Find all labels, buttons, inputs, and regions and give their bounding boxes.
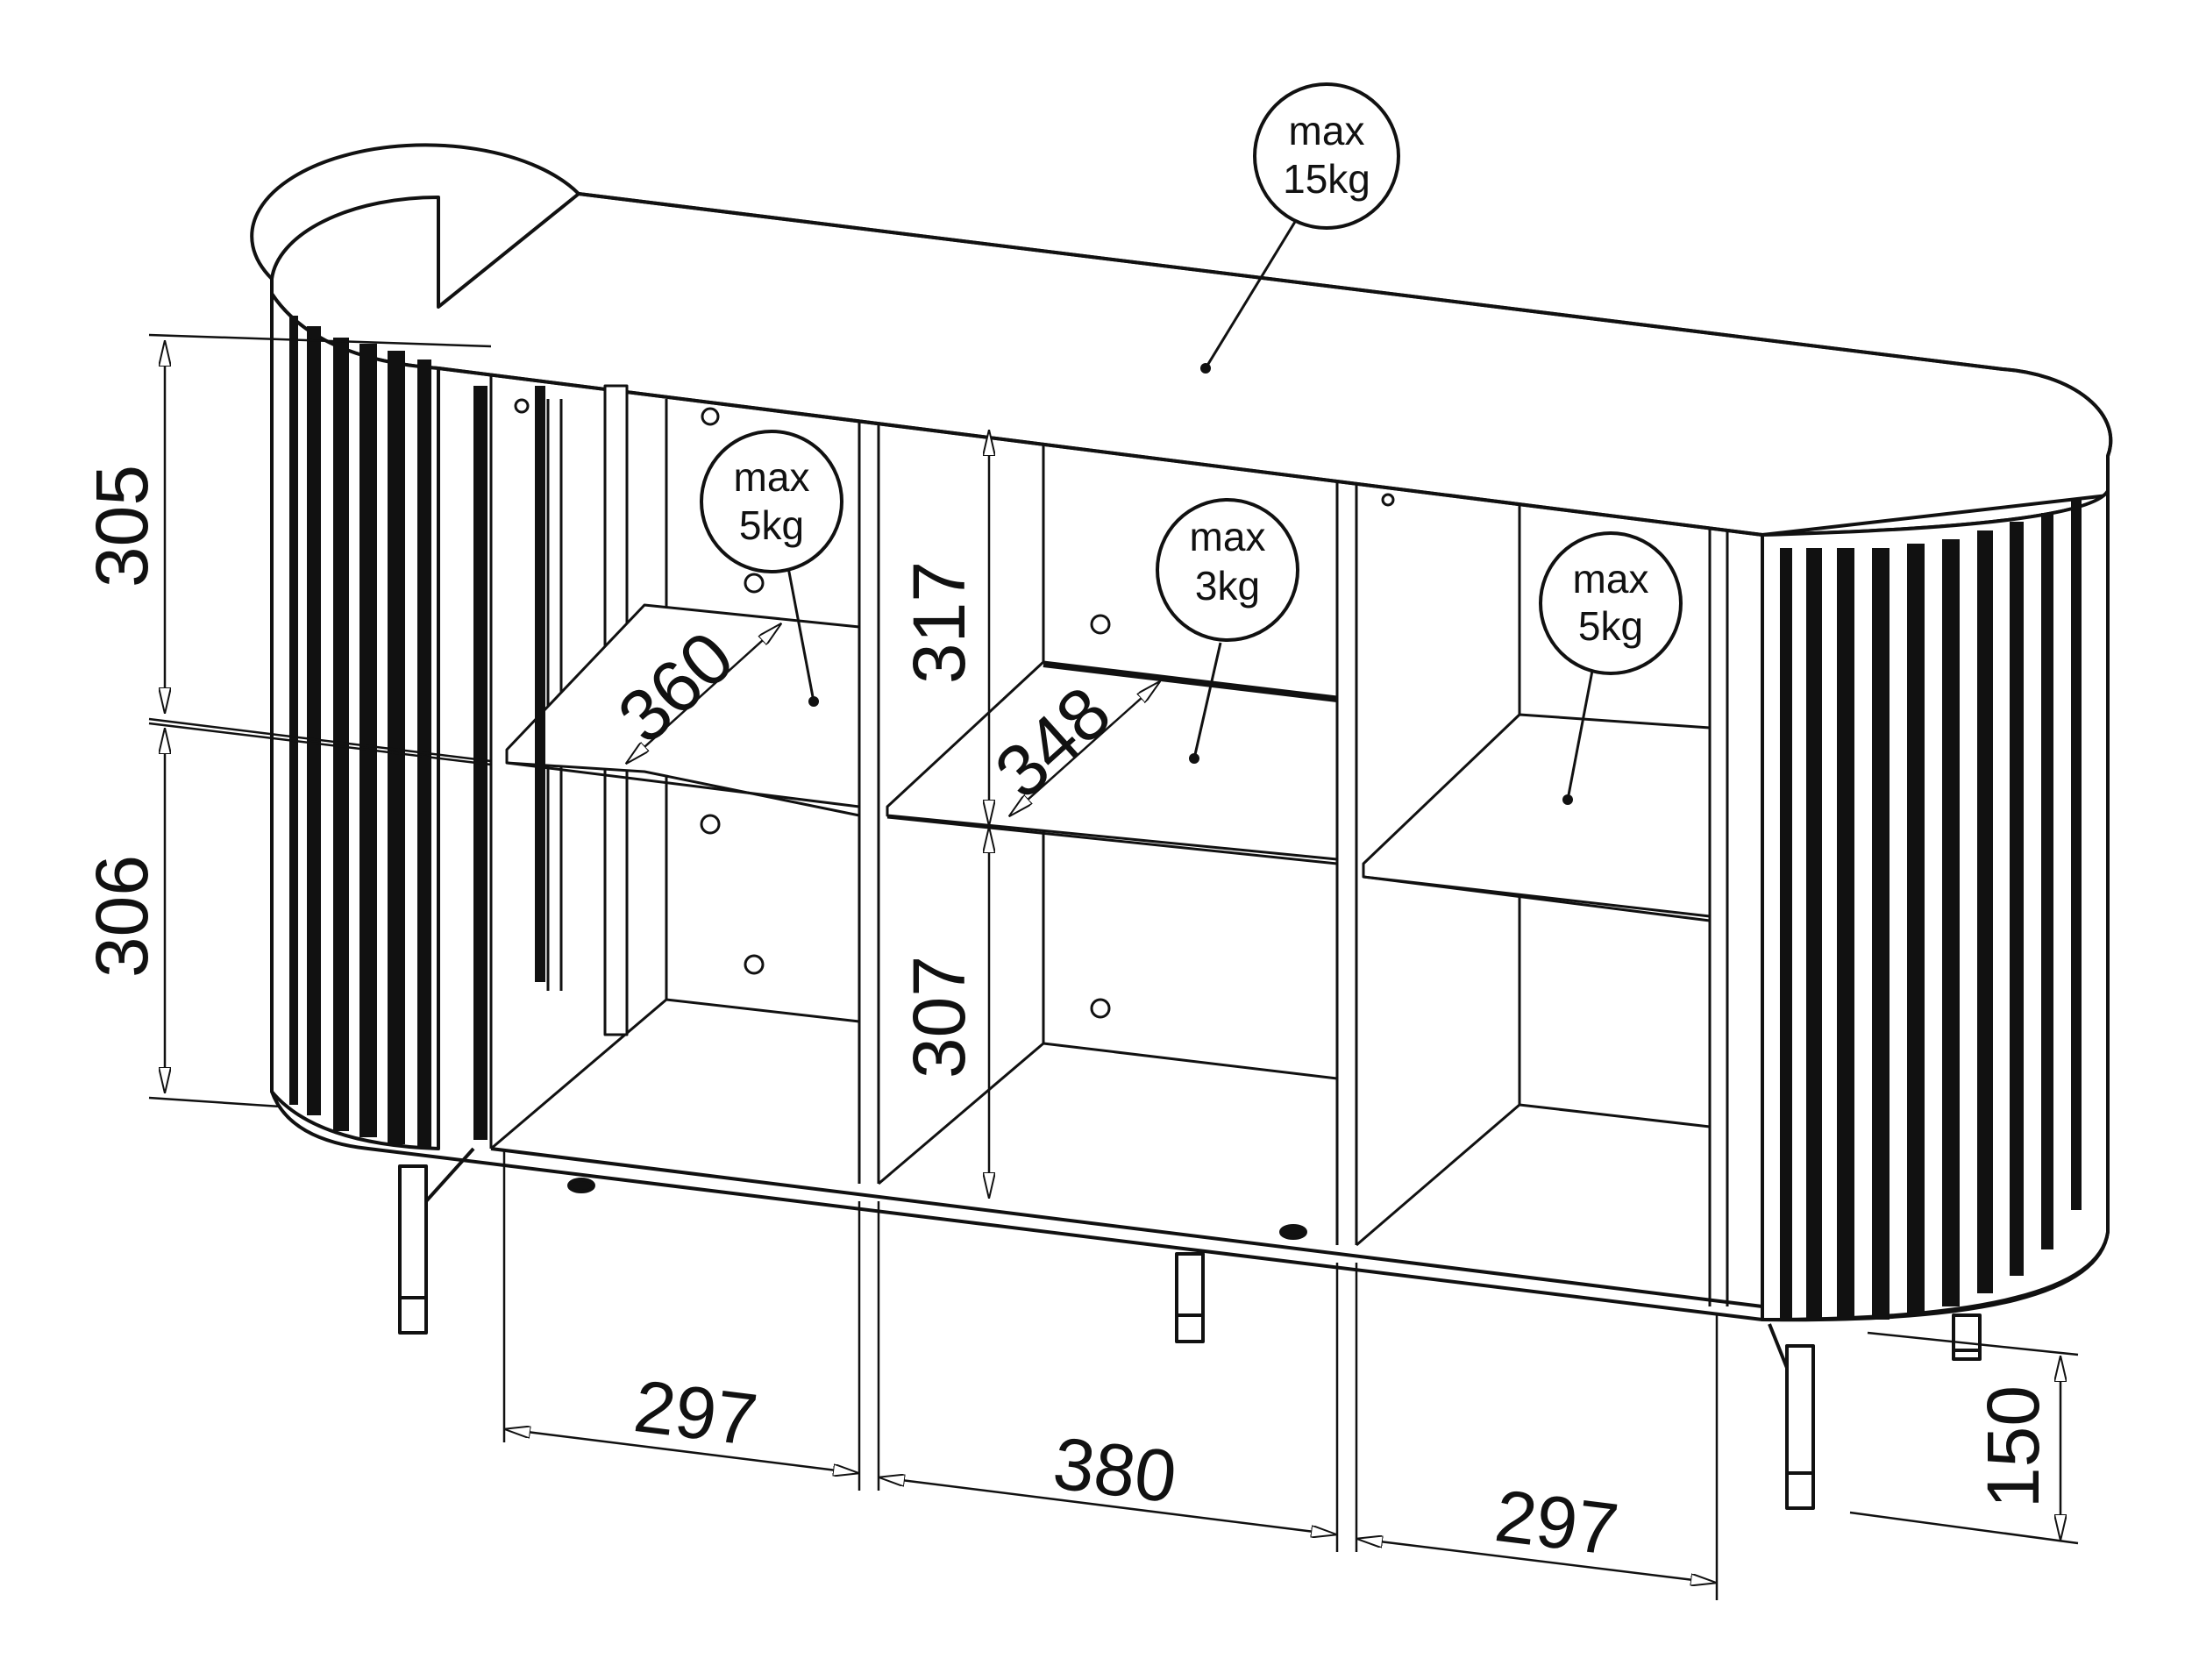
right-shelf — [1362, 713, 1712, 922]
right-tambour-door — [1761, 489, 2110, 1321]
middle-load-circle — [1156, 498, 1299, 642]
middle-load-line2: 3kg — [1195, 563, 1260, 609]
top-load-line2: 15kg — [1283, 156, 1370, 202]
lower-height-dimension: 306 — [81, 855, 163, 978]
load-circles — [700, 82, 1683, 675]
legs — [398, 1147, 1982, 1510]
right-load-line1: max — [1573, 556, 1649, 602]
left-load-line2: 5kg — [739, 502, 804, 548]
middle-width-dimension: 380 — [1049, 1421, 1181, 1518]
middle-lower-height-dimension: 307 — [898, 956, 980, 1078]
left-load-line1: max — [734, 454, 810, 500]
middle-load-line1: max — [1190, 514, 1266, 559]
middle-upper-height-dimension: 317 — [898, 561, 980, 684]
right-load-circle — [1539, 531, 1683, 675]
top-load-line1: max — [1289, 108, 1365, 153]
right-width-dimension: 297 — [1491, 1474, 1623, 1570]
top-load-circle — [1253, 82, 1400, 230]
dimension-lines — [148, 333, 2079, 1600]
pin-holes — [514, 398, 1395, 1019]
right-load-line2: 5kg — [1578, 603, 1643, 649]
left-tambour-door — [270, 292, 545, 1150]
upper-height-dimension: 305 — [81, 465, 163, 587]
left-width-dimension: 297 — [630, 1364, 762, 1461]
left-load-circle — [700, 430, 843, 573]
leg-height-dimension: 150 — [1972, 1385, 2054, 1508]
leader-lines — [786, 217, 1594, 801]
